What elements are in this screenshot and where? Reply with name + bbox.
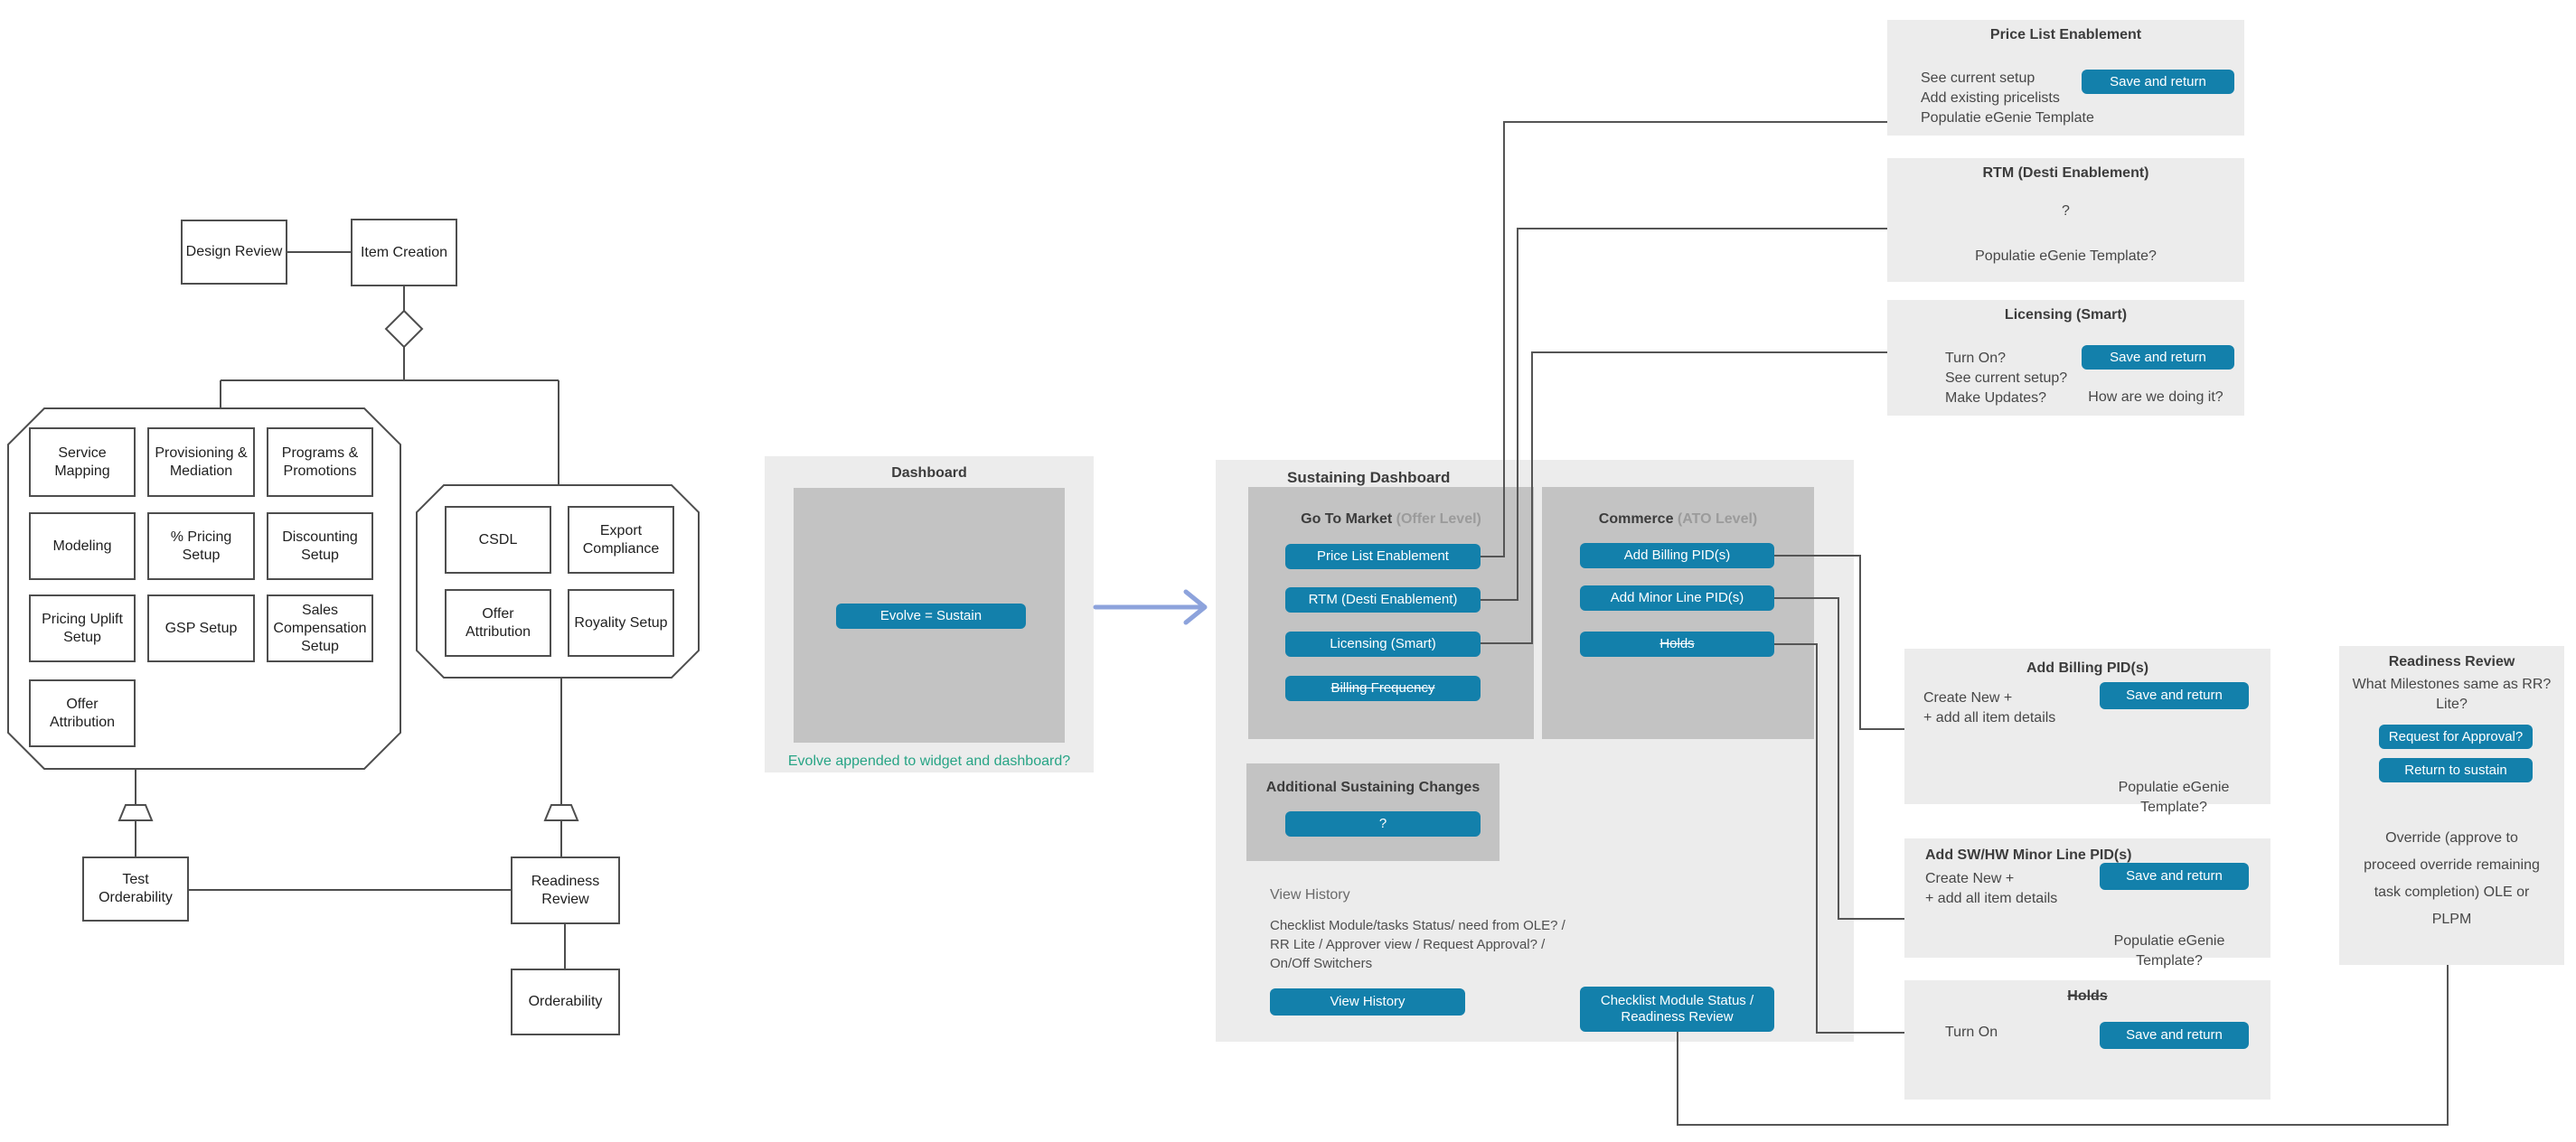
add-minor-items: Create New + + add all item details xyxy=(1925,871,2058,906)
add-billing-note: Populatie eGenie Template? xyxy=(2118,780,2230,815)
box-orderability: Orderability xyxy=(511,969,620,1035)
additional-sustaining-section: Additional Sustaining Changes ? xyxy=(1246,763,1500,861)
holds-panel-title: Holds xyxy=(2067,988,2108,1004)
trapezoid-test-orderability xyxy=(118,804,154,821)
box-programs-promotions: Programs & Promotions xyxy=(267,427,373,497)
licensing-items: Turn On? See current setup? Make Updates… xyxy=(1945,351,2068,406)
box-item-creation: Item Creation xyxy=(351,219,457,286)
holds-turn-on: Turn On xyxy=(1945,1025,1998,1040)
box-sales-compensation: Sales Compensation Setup xyxy=(267,594,373,662)
flow-arrow-head xyxy=(1183,589,1208,625)
dashboard-title: Dashboard xyxy=(891,465,967,481)
gtm-title: Go To Market (Offer Level) xyxy=(1301,511,1481,527)
add-billing-panel: Add Billing PID(s) Create New + + add al… xyxy=(1904,649,2270,815)
view-history-label: View History xyxy=(1270,887,1350,903)
add-minor-save-button[interactable]: Save and return xyxy=(2100,863,2249,890)
trapezoid-readiness xyxy=(543,804,579,821)
sustaining-dashboard-panel: Sustaining Dashboard Go To Market (Offer… xyxy=(1216,460,1854,1042)
box-export-compliance: Export Compliance xyxy=(568,506,674,574)
question-button[interactable]: ? xyxy=(1285,811,1481,837)
price-list-enablement-panel: Price List Enablement See current setup … xyxy=(1887,20,2244,136)
price-list-items: See current setup Add existing pricelist… xyxy=(1921,70,2094,126)
licensing-panel: Licensing (Smart) Turn On? See current s… xyxy=(1887,300,2244,416)
box-test-orderability: Test Orderability xyxy=(82,856,189,922)
price-list-panel-title: Price List Enablement xyxy=(1989,27,2142,42)
gtm-subtitle: (Offer Level) xyxy=(1396,511,1481,527)
rtm-question: ? xyxy=(2062,203,2070,219)
readiness-review-panel: Readiness Review What Milestones same as… xyxy=(2339,646,2564,965)
evolve-sustain-button[interactable]: Evolve = Sustain xyxy=(836,604,1026,629)
add-minor-line-pid-button[interactable]: Add Minor Line PID(s) xyxy=(1580,585,1774,611)
add-billing-panel-title: Add Billing PID(s) xyxy=(2026,660,2149,676)
add-minor-line-panel: Add SW/HW Minor Line PID(s) Create New +… xyxy=(1904,838,2270,969)
box-offer-attribution-2: Offer Attribution xyxy=(445,589,551,657)
checklist-note-line: Checklist Module/tasks Status/ need from… xyxy=(1270,918,1565,933)
box-royality-setup: Royality Setup xyxy=(568,589,674,657)
licensing-note: How are we doing it? xyxy=(2088,389,2223,405)
return-to-sustain-button[interactable]: Return to sustain xyxy=(2379,758,2533,782)
box-design-review: Design Review xyxy=(181,220,287,285)
view-history-button[interactable]: View History xyxy=(1270,988,1465,1016)
licensing-smart-button[interactable]: Licensing (Smart) xyxy=(1285,632,1481,657)
rtm-panel: RTM (Desti Enablement) ? Populatie eGeni… xyxy=(1887,158,2244,282)
rtm-note: Populatie eGenie Template? xyxy=(1975,248,2157,264)
holds-save-button[interactable]: Save and return xyxy=(2100,1022,2249,1049)
add-billing-items: Create New + + add all item details xyxy=(1923,690,2056,725)
add-minor-panel-title: Add SW/HW Minor Line PID(s) xyxy=(1925,847,2132,863)
dashboard-note: Evolve appended to widget and dashboard? xyxy=(787,754,1071,769)
add-billing-pid-button[interactable]: Add Billing PID(s) xyxy=(1580,543,1774,568)
dashboard-panel: Dashboard Evolve = Sustain Evolve append… xyxy=(765,456,1094,772)
box-provisioning-mediation: Provisioning & Mediation xyxy=(147,427,255,497)
price-list-enablement-button[interactable]: Price List Enablement xyxy=(1285,544,1481,569)
readiness-question-line2: Lite? xyxy=(2436,697,2468,712)
decision-diamond xyxy=(384,309,424,349)
box-readiness-review: Readiness Review xyxy=(511,856,620,924)
box-modeling: Modeling xyxy=(29,512,136,580)
box-pricing-setup: % Pricing Setup xyxy=(147,512,255,580)
readiness-question-line1: What Milestones same as RR? xyxy=(2352,677,2552,692)
holds-panel: Holds Turn On Save and return xyxy=(1904,980,2270,1100)
add-minor-note: Populatie eGenie Template? xyxy=(2113,933,2225,969)
rtm-desti-button[interactable]: RTM (Desti Enablement) xyxy=(1285,587,1481,613)
request-approval-button[interactable]: Request for Approval? xyxy=(2379,725,2533,749)
commerce-subtitle: (ATO Level) xyxy=(1677,511,1758,527)
commerce-section: Commerce (ATO Level) Add Billing PID(s) … xyxy=(1542,487,1814,739)
go-to-market-section: Go To Market (Offer Level) Price List En… xyxy=(1248,487,1534,739)
price-list-save-button[interactable]: Save and return xyxy=(2082,70,2234,94)
licensing-save-button[interactable]: Save and return xyxy=(2082,345,2234,370)
readiness-panel-title: Readiness Review xyxy=(2388,654,2515,669)
checklist-module-status-button[interactable]: Checklist Module Status / Readiness Revi… xyxy=(1580,987,1774,1032)
box-csdl: CSDL xyxy=(445,506,551,574)
box-offer-attribution-1: Offer Attribution xyxy=(29,679,136,747)
sustaining-title: Sustaining Dashboard xyxy=(1287,469,1451,486)
commerce-title: Commerce (ATO Level) xyxy=(1598,511,1758,527)
box-gsp-setup: GSP Setup xyxy=(147,594,255,662)
additional-title: Additional Sustaining Changes xyxy=(1265,780,1481,795)
checklist-note-line: On/Off Switchers xyxy=(1270,956,1373,971)
licensing-panel-title: Licensing (Smart) xyxy=(2004,307,2128,323)
readiness-override-note: Override (approve to proceed override re… xyxy=(2364,830,2540,927)
box-pricing-uplift: Pricing Uplift Setup xyxy=(29,594,136,662)
rtm-panel-title: RTM (Desti Enablement) xyxy=(1982,165,2149,181)
box-service-mapping: Service Mapping xyxy=(29,427,136,497)
billing-frequency-button[interactable]: Billing Frequency xyxy=(1285,676,1481,701)
checklist-note: Checklist Module/tasks Status/ need from… xyxy=(1270,916,1565,973)
add-billing-save-button[interactable]: Save and return xyxy=(2100,682,2249,709)
checklist-note-line: RR Lite / Approver view / Request Approv… xyxy=(1270,937,1546,952)
box-discounting-setup: Discounting Setup xyxy=(267,512,373,580)
holds-button[interactable]: Holds xyxy=(1580,632,1774,657)
